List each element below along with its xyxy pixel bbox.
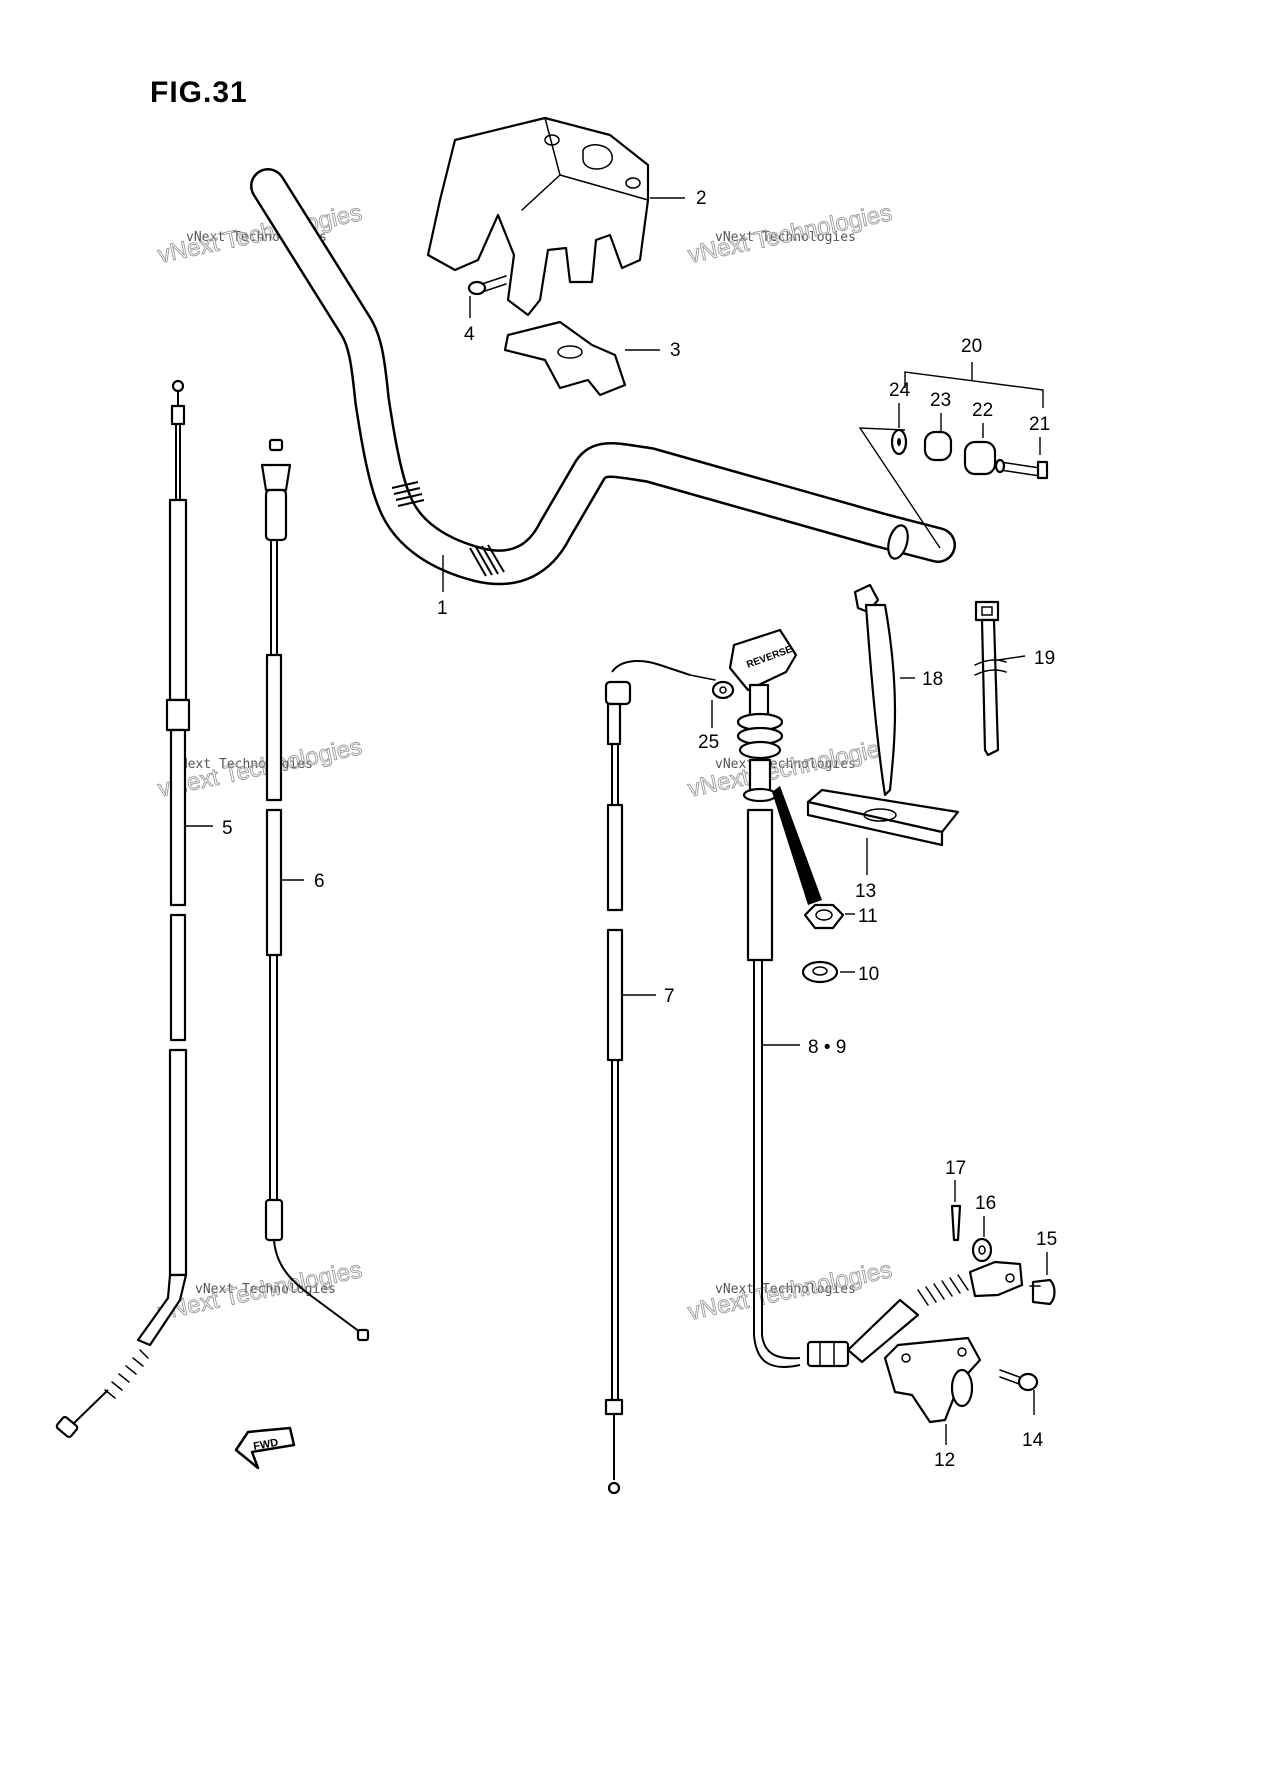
callout-10: 10	[858, 964, 879, 985]
callout-25: 25	[698, 732, 719, 753]
fwd-label: FWD	[252, 1437, 279, 1453]
figure-title: FIG.31	[150, 76, 248, 109]
cable-5-part: 5	[55, 379, 233, 1439]
washer-10-part: 10	[801, 960, 879, 985]
callout-16: 16	[975, 1193, 996, 1214]
callout-15: 15	[1036, 1229, 1057, 1250]
screw-part: 4	[464, 275, 507, 345]
watermark-text: vNext Technologies	[715, 1282, 856, 1297]
bar-end-assembly: 20 24 23 22 21	[858, 336, 1050, 549]
callout-11: 11	[858, 906, 878, 927]
cable-tie-18-part: 18	[853, 583, 943, 797]
watermark-text: vNext Technologies	[195, 1282, 336, 1297]
cable-6-part: 6	[260, 438, 370, 1342]
callout-2: 2	[696, 188, 707, 209]
washer-25-part: 25	[698, 680, 735, 753]
plate-13-part: 13	[806, 788, 960, 902]
callout-12: 12	[934, 1450, 955, 1471]
handlebar-part: 1	[250, 168, 956, 619]
callout-14: 14	[1022, 1430, 1044, 1451]
exploded-view-arrow	[772, 786, 822, 905]
callout-18: 18	[922, 669, 943, 690]
bracket-part: 3	[503, 320, 681, 397]
nut-11-part: 11	[803, 903, 878, 930]
pin-15-part: 15	[1029, 1229, 1057, 1306]
bolt-14-part: 14	[999, 1369, 1044, 1451]
callout-13: 13	[855, 881, 876, 902]
fwd-arrow-icon: FWD	[234, 1426, 296, 1470]
callout-20: 20	[961, 336, 982, 357]
cotter-pin-17-part: 17	[945, 1158, 966, 1242]
cable-band-19-part: 19	[974, 600, 1055, 757]
callout-24: 24	[889, 380, 911, 401]
callout-19: 19	[1034, 648, 1055, 669]
callout-22: 22	[972, 400, 993, 421]
callout-17: 17	[945, 1158, 966, 1179]
callout-8-9: 8 • 9	[808, 1037, 846, 1058]
callout-1: 1	[437, 598, 448, 619]
callout-5: 5	[222, 818, 233, 839]
callout-21: 21	[1029, 414, 1050, 435]
callout-3: 3	[670, 340, 681, 361]
reverse-cable-part: REVERSE 8 • 9	[728, 628, 1024, 1368]
callout-23: 23	[930, 390, 951, 411]
cable-7-part: 7	[604, 659, 716, 1495]
washer-16-part: 16	[971, 1193, 996, 1263]
watermark-text: vNext Technologies	[715, 230, 856, 245]
callout-6: 6	[314, 871, 325, 892]
handlebar-cover-part: 2	[426, 116, 707, 317]
bracket-12-part: 12	[883, 1336, 982, 1471]
callout-4: 4	[464, 324, 475, 345]
callout-7: 7	[664, 986, 675, 1007]
